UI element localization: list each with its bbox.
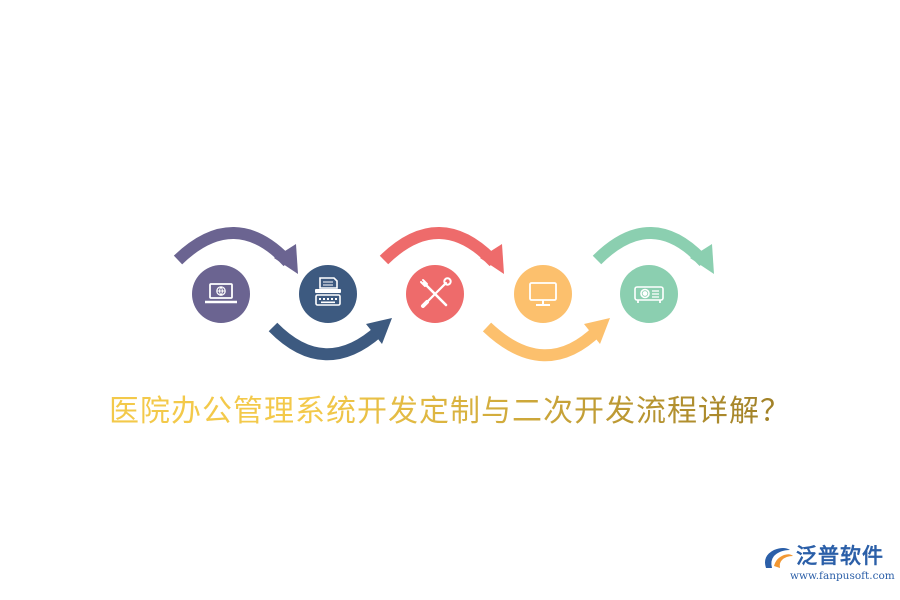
brand-url[interactable]: www.fanpusoft.com <box>790 570 895 582</box>
flow-arrow-1 <box>173 227 298 274</box>
laptop-globe-icon <box>205 283 237 304</box>
flow-arrow-2 <box>268 318 392 361</box>
monitor-icon <box>529 282 557 306</box>
step-5-circle <box>620 265 678 323</box>
flow-arrow-3 <box>379 227 504 274</box>
step-2-circle <box>299 265 357 323</box>
page-headline: 医院办公管理系统开发定制与二次开发流程详解？ <box>0 386 900 430</box>
projector-icon <box>634 286 664 303</box>
fanpu-logo-icon <box>765 548 793 568</box>
typewriter-icon <box>315 277 341 306</box>
brand-logo[interactable]: 泛普软件 www.fanpusoft.com <box>760 536 895 592</box>
flow-arrow-4 <box>482 318 610 362</box>
brand-name: 泛普软件 <box>796 544 884 568</box>
step-4-circle <box>514 265 572 323</box>
step-1-circle <box>192 265 250 323</box>
wrench-screwdriver-icon <box>420 277 452 308</box>
step-3-circle <box>406 265 464 323</box>
flow-arrow-5 <box>592 227 714 274</box>
